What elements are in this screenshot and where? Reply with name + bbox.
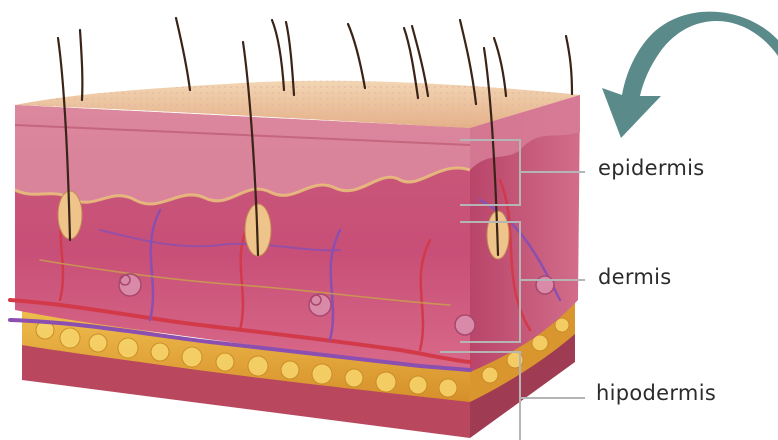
curved-arrow-icon bbox=[602, 12, 778, 138]
epidermis-label: epidermis bbox=[598, 156, 705, 180]
dermis-label: dermis bbox=[598, 265, 672, 289]
hipodermis-label: hipodermis bbox=[596, 381, 716, 405]
